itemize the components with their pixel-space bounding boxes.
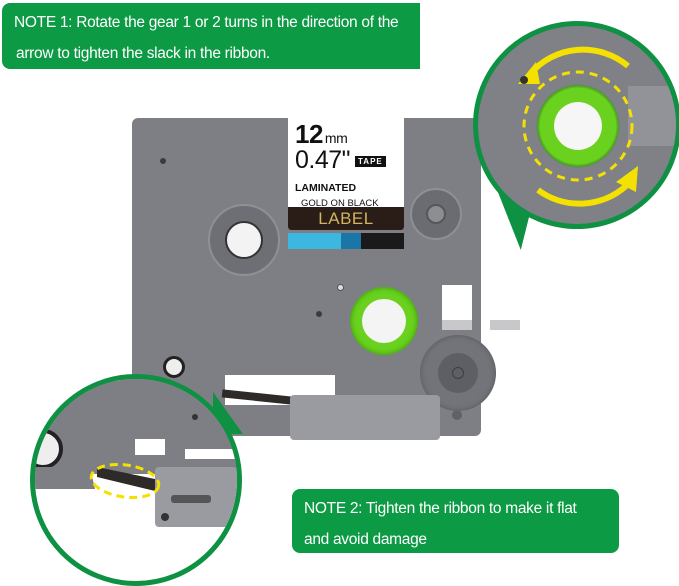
- tape-badge: TAPE: [355, 156, 386, 167]
- tape-spool: [208, 204, 280, 276]
- note-2-line-2: and avoid damage: [304, 531, 427, 548]
- small-spool: [410, 188, 462, 240]
- rivet: [452, 410, 462, 420]
- spool-hub: [225, 221, 263, 259]
- spool-hub: [426, 204, 446, 224]
- width-inch: 0.47": [295, 146, 351, 174]
- tape-blue-segment: [288, 233, 341, 249]
- ribbon-zoom-callout: [30, 374, 242, 586]
- note-2-line-1: NOTE 2: Tighten the ribbon to make it fl…: [304, 500, 577, 517]
- color-description: GOLD ON BLACK: [301, 198, 379, 209]
- ribbon-gear[interactable]: [350, 287, 418, 355]
- rivet: [160, 158, 166, 164]
- guide-ring: [163, 356, 185, 378]
- note-1-line-1: NOTE 1: Rotate the gear 1 or 2 turns in …: [14, 14, 399, 31]
- tape-blue-dark-segment: [341, 233, 361, 249]
- gear-zoom-callout: [473, 21, 679, 229]
- rivet: [316, 311, 322, 317]
- label-sample: LABEL: [288, 207, 404, 230]
- tape-type: LAMINATED: [295, 182, 357, 194]
- note-2-banner: NOTE 2: Tighten the ribbon to make it fl…: [292, 489, 619, 553]
- cassette-window: [442, 285, 472, 330]
- screw: [337, 284, 344, 291]
- rotate-arrows-icon: [518, 46, 676, 207]
- note-1-banner: NOTE 1: Rotate the gear 1 or 2 turns in …: [2, 3, 420, 69]
- gear-hub: [362, 299, 406, 343]
- knob-center: [452, 367, 464, 379]
- note-1-line-2: arrow to tighten the slack in the ribbon…: [16, 45, 270, 62]
- tape-strip: [288, 233, 404, 249]
- dashed-ellipse-icon: [35, 379, 237, 527]
- cassette-window: [490, 285, 520, 330]
- cassette-arm: [290, 395, 440, 440]
